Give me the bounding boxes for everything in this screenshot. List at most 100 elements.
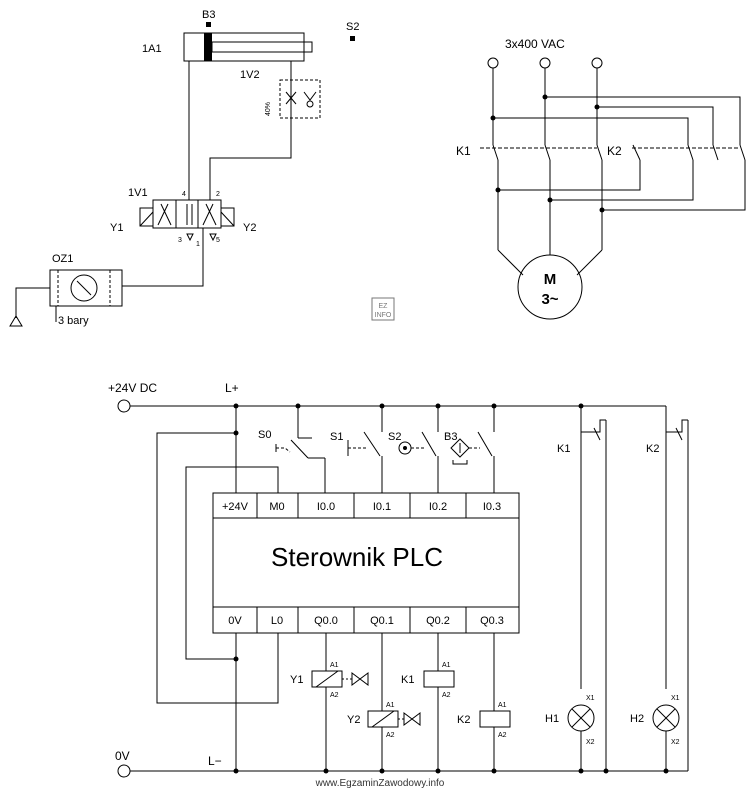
output-terminal-label: 0V	[228, 615, 242, 627]
output-terminal-label: Q0.3	[480, 615, 504, 627]
y2-solenoid	[367, 633, 421, 774]
s2-label: S2	[346, 21, 359, 33]
k1-a2-label: A2	[442, 692, 451, 699]
supply-line	[15, 287, 50, 318]
throttle-valve	[279, 79, 321, 119]
phase-l2-terminal	[539, 57, 551, 69]
motor-phase-label: 3~	[541, 291, 558, 308]
port-5-label: 5	[216, 237, 220, 244]
y1-a2-label: A2	[330, 692, 339, 699]
k1-contact-label: K1	[557, 443, 570, 455]
motor	[517, 254, 583, 320]
throttle-label: 1V2	[240, 69, 260, 81]
port-4-label: 4	[182, 191, 186, 198]
coil-y2-block	[221, 207, 235, 227]
check-valve	[303, 91, 317, 101]
y2-coil-label: Y2	[243, 222, 256, 234]
k2-label: K2	[607, 144, 622, 158]
svg-text:EZ: EZ	[379, 303, 389, 310]
b3-switch-label: B3	[444, 431, 457, 443]
coil-y1-block	[139, 207, 153, 227]
h1-x1-label: X1	[586, 695, 595, 702]
cylinder-body	[183, 32, 305, 62]
filter-label: OZ1	[52, 253, 73, 265]
l-plus-label: L+	[225, 381, 239, 395]
supply-24v-label: +24V DC	[108, 381, 157, 395]
y1-label: Y1	[290, 674, 303, 686]
plc-controller	[212, 492, 520, 634]
port-2-label: 2	[216, 191, 220, 198]
k2-contact-branch	[665, 406, 689, 771]
power-circuit: 3x400 VAC K1	[456, 37, 746, 320]
s2-sensor-marker	[350, 36, 355, 41]
input-terminal-label: M0	[269, 501, 284, 513]
k1-a1-label: A1	[442, 662, 451, 669]
plc-circuit: +24V DC L+ 0V L− +24V M0 I0	[108, 381, 689, 778]
h1-label: H1	[545, 713, 559, 725]
valve-symbol-icon	[403, 712, 413, 726]
y1-a1-label: A1	[330, 662, 339, 669]
plc-title: Sterownik PLC	[271, 542, 443, 572]
h1-lamp	[567, 704, 595, 774]
input-terminal-label: I0.3	[483, 501, 501, 513]
input-terminal-label: I0.2	[429, 501, 447, 513]
phase-l3-terminal	[591, 57, 603, 69]
h1-x2-label: X2	[586, 739, 595, 746]
footer-url: www.EgzaminZawodowy.info	[315, 778, 445, 789]
k2-coil	[479, 633, 511, 774]
y2-label: Y2	[347, 714, 360, 726]
valve-symbol-icon	[351, 672, 361, 686]
output-terminal-label: Q0.2	[426, 615, 450, 627]
input-terminal-label: I0.1	[373, 501, 391, 513]
valve-1v1	[139, 199, 235, 242]
h2-label: H2	[630, 713, 644, 725]
b3-label: B3	[202, 9, 215, 21]
k2-contact-label: K2	[646, 443, 659, 455]
output-terminal-label: Q0.1	[370, 615, 394, 627]
pipe-port2	[209, 118, 292, 200]
cylinder-piston	[204, 33, 212, 61]
s0-switch	[275, 403, 326, 493]
pressure-label: 3 bary	[58, 315, 89, 327]
zero-v-label: 0V	[115, 749, 130, 763]
y2-a2-label: A2	[386, 732, 395, 739]
h2-x1-label: X1	[671, 695, 680, 702]
b3-sensor-marker	[206, 22, 211, 27]
plus24v-terminal	[117, 399, 131, 413]
valve-label: 1V1	[128, 187, 148, 199]
s2-switch	[398, 403, 441, 493]
cylinder-rod	[211, 41, 313, 53]
y1-solenoid	[311, 633, 369, 774]
k2-coil-label: K2	[457, 714, 470, 726]
s1-switch	[347, 403, 385, 493]
pipe-supply	[122, 228, 204, 287]
input-terminal-label: I0.0	[317, 501, 335, 513]
k1-contactor	[480, 144, 603, 255]
k2-a1-label: A1	[498, 702, 507, 709]
pneumatic-diagram: B3 1A1 S2 1V2 40%	[9, 9, 359, 327]
input-terminal-label: +24V	[222, 501, 249, 513]
s2-switch-label: S2	[388, 431, 401, 443]
k1-label: K1	[456, 144, 471, 158]
y1-coil-label: Y1	[110, 222, 123, 234]
h2-lamp	[652, 704, 680, 774]
h2-x2-label: X2	[671, 739, 680, 746]
output-terminal-label: L0	[271, 615, 283, 627]
zero-v-terminal	[117, 764, 131, 778]
svg-text:INFO: INFO	[375, 312, 392, 319]
air-source-icon	[9, 315, 23, 327]
l-minus-label: L−	[208, 754, 222, 768]
k1-contact-branch	[578, 403, 609, 774]
pressure-gauge	[70, 274, 98, 302]
port-1-label: 1	[196, 241, 200, 248]
throttle-setting: 40%	[265, 102, 272, 116]
phase-l1-terminal	[487, 57, 499, 69]
cylinder-label: 1A1	[142, 43, 162, 55]
y2-a1-label: A1	[386, 702, 395, 709]
ez-info-logo: EZ INFO	[371, 297, 395, 321]
k2-contactor	[495, 144, 746, 213]
b3-proximity-icon	[450, 438, 470, 458]
s1-label: S1	[330, 431, 343, 443]
port-3-label: 3	[178, 237, 182, 244]
